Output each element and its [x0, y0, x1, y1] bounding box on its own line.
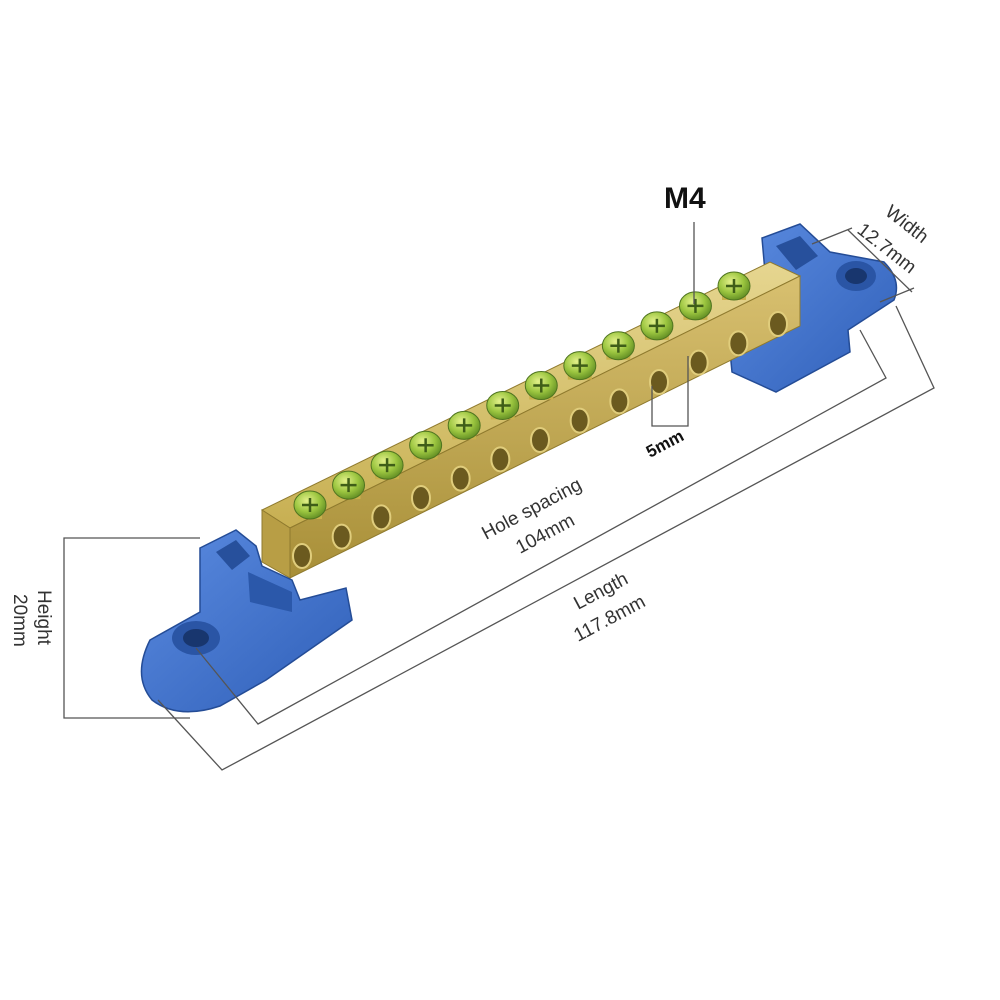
screw-icon [678, 291, 712, 321]
screw-row [293, 271, 751, 520]
side-hole [609, 388, 630, 415]
side-hole [530, 427, 550, 453]
screw-icon [332, 470, 366, 500]
width-dimension-line [847, 229, 913, 293]
side-holes [292, 311, 788, 569]
screw-icon [447, 410, 481, 440]
side-hole [688, 349, 709, 376]
width-extension-line-a [811, 227, 853, 245]
screw-icon [293, 490, 327, 520]
screw-icon [601, 331, 635, 361]
thread-size-label: M4 [664, 182, 706, 215]
side-hole [728, 330, 749, 357]
side-hole [768, 311, 788, 337]
side-hole [411, 485, 431, 511]
length-dimension-line [157, 305, 935, 771]
screw-icon [563, 351, 597, 381]
hole-spacing-dimension-line [195, 329, 887, 725]
height-value: 20mm [9, 594, 30, 647]
screw-icon [409, 430, 443, 460]
height-title: Height [33, 590, 54, 646]
side-hole [292, 543, 312, 569]
screw-icon [640, 311, 674, 341]
height-dimension-line [63, 537, 200, 719]
side-hole [649, 369, 669, 395]
screw-icon [717, 271, 751, 301]
side-hole [569, 407, 590, 434]
side-hole [371, 504, 392, 531]
mounting-hole-icon [183, 629, 209, 647]
hole-gap-bracket [651, 356, 689, 427]
mounting-hole-icon [845, 268, 867, 284]
dimension-lines [63, 222, 935, 771]
side-hole [450, 465, 471, 492]
hole-gap-label: 5mm [643, 426, 687, 461]
screw-icon [370, 450, 404, 480]
width-extension-line-b [879, 287, 915, 303]
side-hole [490, 446, 511, 473]
screw-icon [486, 390, 520, 420]
side-hole [331, 523, 352, 550]
left-insulator [140, 529, 353, 713]
screw-icon [524, 371, 558, 401]
